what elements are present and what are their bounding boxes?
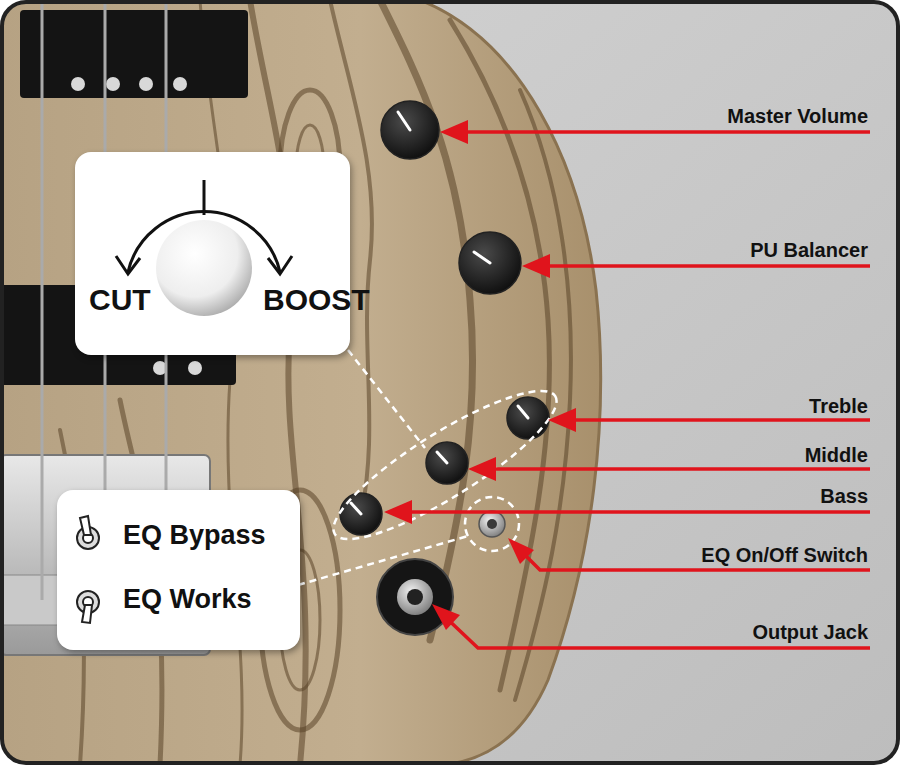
boost-label: BOOST xyxy=(263,285,370,315)
part-label: PU Balancer xyxy=(560,240,868,260)
part-label: Middle xyxy=(560,445,868,465)
callout-box: CUTBOOST xyxy=(75,152,350,355)
callout-box: EQ Bypass EQ Works xyxy=(57,490,300,650)
part-label: Master Volume xyxy=(560,106,868,126)
part-label: Output Jack xyxy=(560,622,868,642)
part-label: Treble xyxy=(560,396,868,416)
cut-label: CUT xyxy=(89,285,151,315)
switch-state: EQ Works xyxy=(123,586,252,613)
switch-state: EQ Bypass xyxy=(123,522,266,549)
part-label: EQ On/Off Switch xyxy=(560,545,868,565)
part-label: Bass xyxy=(560,486,868,506)
